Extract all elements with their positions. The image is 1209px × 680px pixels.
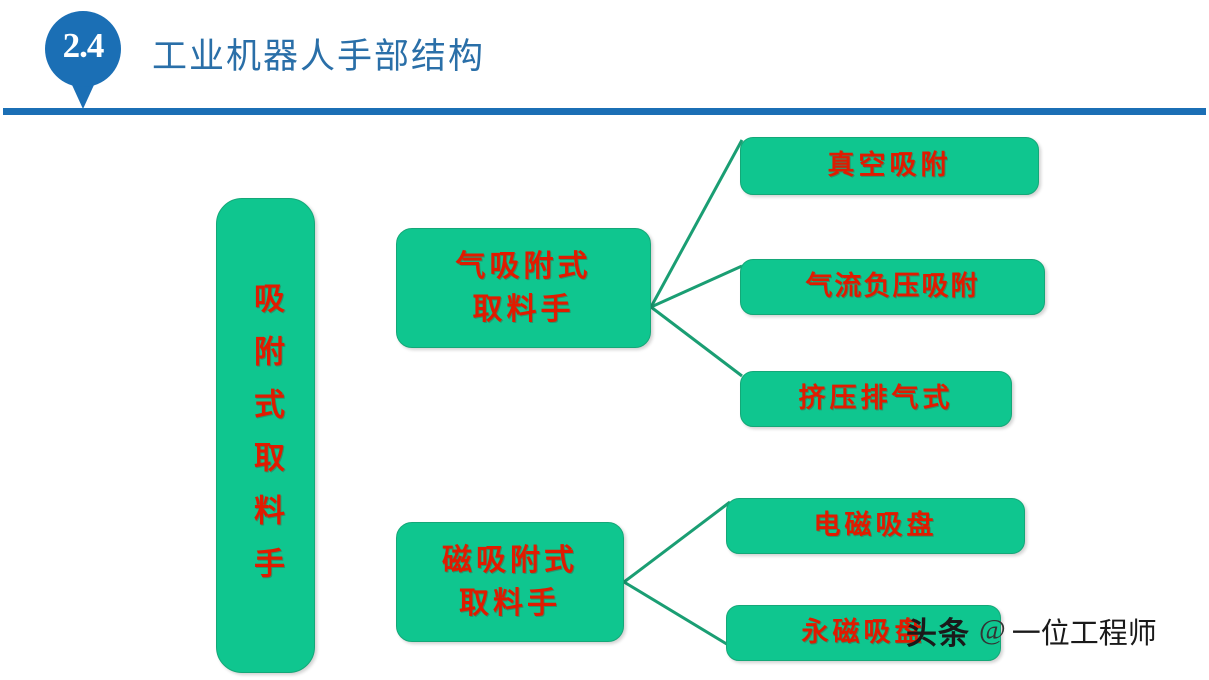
node-root[interactable]: 吸附式取料手 bbox=[216, 198, 315, 673]
node-electromagnetic-chuck[interactable]: 电磁吸盘 bbox=[726, 498, 1025, 554]
node-vacuum-adsorption[interactable]: 真空吸附 bbox=[740, 137, 1039, 195]
slide-header: 2.4 工业机器人手部结构 bbox=[0, 0, 1209, 118]
node-squeeze-exhaust-label: 挤压排气式 bbox=[798, 383, 954, 414]
connector-air-to-vacuum bbox=[649, 139, 744, 308]
node-permanent-magnet-chuck-label: 永磁吸盘 bbox=[801, 617, 926, 648]
connector-mag-to-perm bbox=[623, 580, 731, 648]
at-sign-icon: @ bbox=[979, 614, 1006, 646]
node-root-label: 吸附式取料手 bbox=[248, 281, 284, 600]
node-magnetic-gripper-line2: 取料手 bbox=[459, 587, 561, 620]
node-air-suction-gripper-line2: 取料手 bbox=[472, 293, 575, 326]
node-magnetic-gripper-line1: 磁吸附式 bbox=[442, 543, 578, 577]
node-magnetic-gripper[interactable]: 磁吸附式 取料手 bbox=[396, 522, 624, 642]
page-title: 工业机器人手部结构 bbox=[152, 37, 486, 76]
node-permanent-magnet-chuck[interactable]: 永磁吸盘 bbox=[726, 605, 1001, 661]
connector-air-to-airflow bbox=[650, 264, 743, 309]
connector-air-to-squeeze bbox=[650, 305, 743, 378]
node-squeeze-exhaust[interactable]: 挤压排气式 bbox=[740, 371, 1012, 427]
node-electromagnetic-chuck-label: 电磁吸盘 bbox=[813, 510, 938, 541]
badge-pin-body bbox=[45, 11, 121, 87]
node-airflow-negative-pressure-label: 气流负压吸附 bbox=[805, 271, 980, 302]
watermark-logo-text: 头条 bbox=[906, 616, 970, 651]
node-airflow-negative-pressure[interactable]: 气流负压吸附 bbox=[740, 259, 1045, 315]
header-divider-rule bbox=[3, 108, 1206, 115]
connector-lines bbox=[623, 139, 744, 648]
connector-mag-to-electro bbox=[623, 500, 731, 584]
node-magnetic-gripper-label: 磁吸附式 取料手 bbox=[442, 539, 578, 626]
tree-diagram: 吸附式取料手 气吸附式 取料手 磁吸附式 取料手 真空吸附 气流负压吸附 挤压排… bbox=[0, 118, 1209, 680]
badge-number-text: 2.4 bbox=[62, 26, 105, 65]
node-vacuum-adsorption-label: 真空吸附 bbox=[827, 150, 952, 181]
node-air-suction-gripper[interactable]: 气吸附式 取料手 bbox=[396, 228, 651, 348]
watermark: 头条 @ 一位工程师 bbox=[906, 608, 1157, 653]
section-number-badge: 2.4 bbox=[45, 11, 121, 109]
watermark-author-name: 一位工程师 bbox=[1011, 617, 1157, 650]
node-air-suction-gripper-label: 气吸附式 取料手 bbox=[456, 245, 592, 332]
node-air-suction-gripper-line1: 气吸附式 bbox=[455, 249, 592, 283]
